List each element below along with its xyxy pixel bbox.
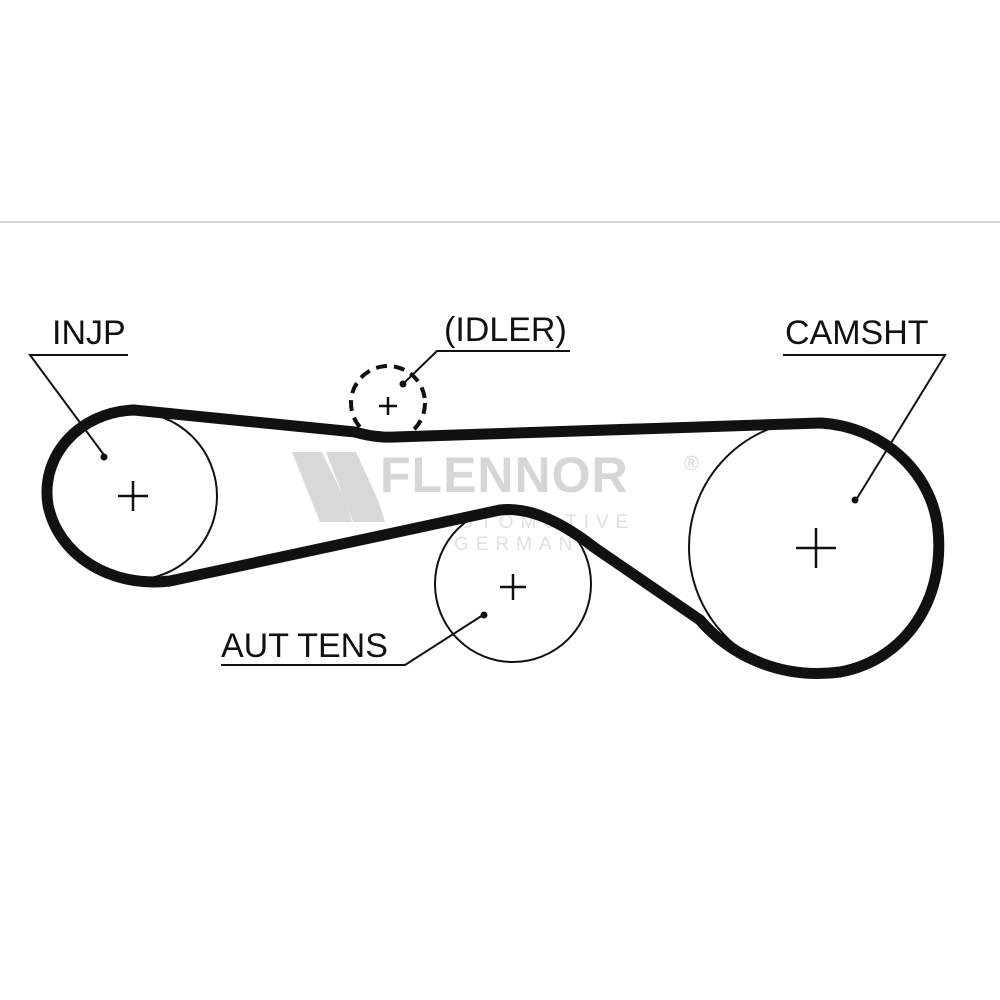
- aut-tens-leader-dot: [480, 611, 488, 619]
- flennor-logo-icon: [292, 452, 352, 522]
- flennor-logo-icon-2: [326, 452, 385, 522]
- watermark-line2: GERMANY: [454, 534, 599, 555]
- leader-lines: [28, 350, 947, 666]
- idler-label: (IDLER): [444, 311, 567, 349]
- camsht-leader-dot: [851, 496, 859, 504]
- camshaft-center-mark: [796, 528, 836, 568]
- injp-leader: [28, 354, 128, 456]
- injp-label: INJP: [52, 314, 126, 352]
- aut-tens-center-mark: [500, 574, 526, 600]
- timing-belt: [41, 404, 945, 679]
- watermark-registered: ®: [684, 453, 699, 475]
- injp-center-mark: [118, 481, 148, 511]
- idler-center-mark: [379, 397, 397, 415]
- camsht-label: CAMSHT: [785, 314, 929, 352]
- aut-tens-leader: [221, 614, 484, 666]
- flennor-watermark: FLENNOR ® AUTOMOTIVE GERMANY: [292, 447, 699, 555]
- aut-tens-label: AUT TENS: [221, 627, 388, 665]
- watermark-brand: FLENNOR: [380, 447, 629, 503]
- camsht-leader: [783, 354, 947, 501]
- idler-leader-dot: [399, 380, 407, 388]
- injp-leader-dot: [100, 453, 108, 461]
- idler-leader: [403, 350, 570, 384]
